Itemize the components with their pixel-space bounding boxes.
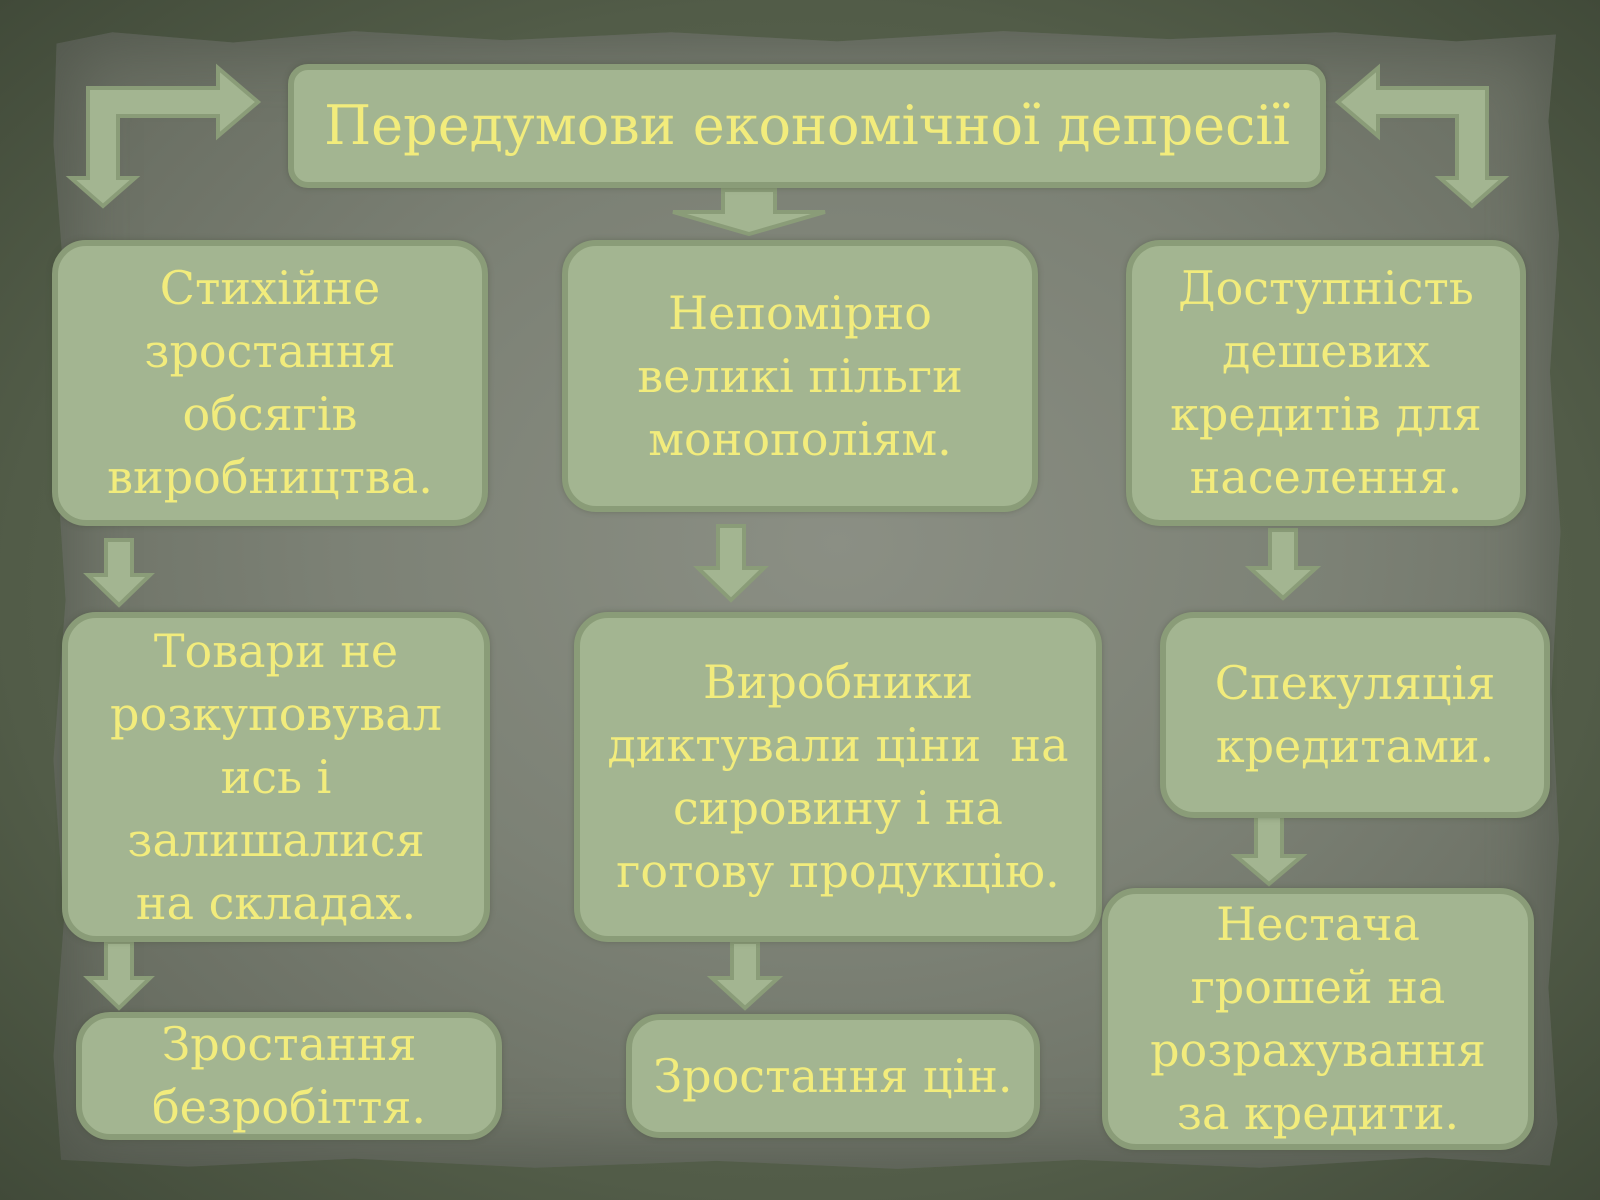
effect-line: сировину і на [673, 781, 1003, 835]
cause-box-monopolies: Непомірно великі пільги монополіям. [562, 240, 1038, 512]
effect-line: Зростання цін. [653, 1048, 1013, 1103]
down-arrow-left-2-icon [83, 940, 155, 1011]
effect-box-producers-prices: Виробники диктували ціни на сировину і н… [574, 612, 1102, 942]
effect-line: безробіття. [151, 1080, 427, 1134]
cause-line: населення. [1189, 450, 1463, 504]
effect-line: Зростання [161, 1017, 417, 1071]
effect-box-unsold-goods: Товари не розкуповувал ись і залишалися … [62, 612, 490, 942]
cause-line: обсягів [182, 387, 358, 441]
effect-line: розрахування [1150, 1023, 1486, 1077]
cause-line: Стихійне [159, 261, 381, 315]
effect-line: Нестача [1216, 897, 1420, 951]
effect-line: ись і [220, 749, 332, 804]
effect-line: Виробники [702, 655, 973, 709]
effect-line: грошей на [1190, 960, 1446, 1014]
effect-line: за кредити. [1176, 1086, 1460, 1140]
down-arrow-right-1-icon [1244, 528, 1322, 601]
down-arrow-middle-1-icon [693, 524, 769, 603]
cause-line: зростання [144, 324, 396, 378]
effect-box-money-shortage: Нестача грошей на розрахування за кредит… [1102, 888, 1534, 1150]
diagram-title: Передумови економічної депресії [288, 64, 1326, 188]
bent-arrow-right-icon [1334, 63, 1510, 209]
effect-line: розкуповувал [110, 686, 442, 741]
cause-line: монополіям. [648, 411, 952, 466]
effect-line: Товари не [153, 623, 399, 678]
effect-line: залишалися [127, 812, 425, 867]
cause-line: Непомірно [668, 285, 932, 340]
cause-line: дешевих [1221, 324, 1431, 378]
cause-box-production: Стихійне зростання обсягів виробництва. [52, 240, 488, 526]
down-arrow-right-2-icon [1230, 813, 1308, 887]
down-arrow-title-icon [672, 188, 826, 237]
down-arrow-left-1-icon [83, 538, 155, 608]
effect-line: на складах. [135, 875, 417, 930]
effect-line: готову продукцію. [616, 844, 1060, 898]
down-arrow-middle-2-icon [706, 940, 784, 1011]
effect-box-price-growth: Зростання цін. [626, 1014, 1040, 1138]
effect-box-unemployment: Зростання безробіття. [76, 1012, 502, 1140]
effect-line: диктували ціни на [607, 718, 1069, 772]
cause-box-credits: Доступність дешевих кредитів для населен… [1126, 240, 1526, 526]
effect-line: Спекуляція [1214, 656, 1496, 710]
bent-arrow-left-icon [65, 63, 262, 209]
effect-box-credit-speculation: Спекуляція кредитами. [1160, 612, 1550, 818]
effect-line: кредитами. [1215, 719, 1495, 773]
cause-line: Доступність [1178, 261, 1474, 315]
cause-line: кредитів для [1170, 387, 1482, 441]
title-text: Передумови економічної депресії [324, 94, 1290, 157]
cause-line: виробництва. [107, 450, 433, 504]
cause-line: великі пільги [637, 348, 963, 403]
